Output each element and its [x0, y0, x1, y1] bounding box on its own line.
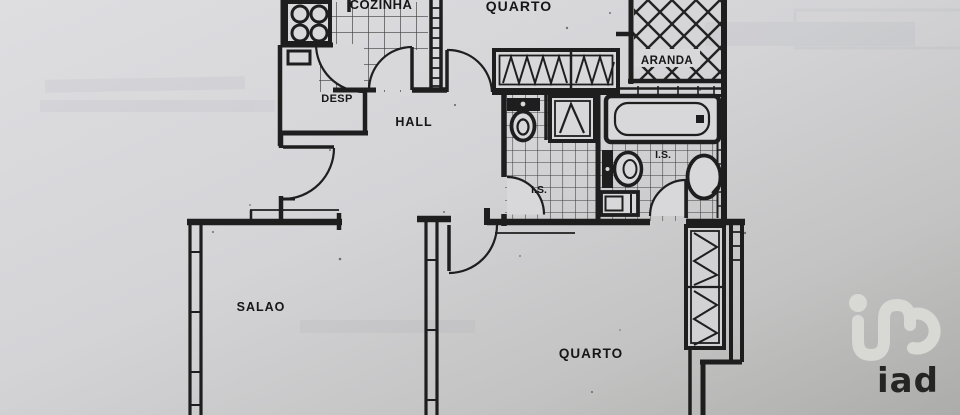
bottom-bedroom-door-arc: [447, 224, 499, 275]
scan-speckles: [212, 12, 747, 393]
room-label-quarto-bottom: QUARTO: [559, 346, 623, 361]
toilet-small-bath: [507, 98, 540, 143]
shower-stall: [548, 94, 597, 143]
room-label-quarto-top: QUARTO: [486, 0, 552, 14]
balcony-label-patch: [634, 49, 700, 67]
kitchen-counter: [286, 49, 312, 66]
bleed-marks: [40, 8, 960, 333]
washbasin: [685, 153, 723, 201]
burner-icon: [309, 23, 329, 43]
bidet: [599, 190, 640, 217]
burner-icon: [290, 23, 310, 43]
room-label-is-large: I.S.: [655, 149, 671, 161]
entrance-door-arc: [282, 145, 336, 201]
bathtub: [603, 93, 722, 145]
large-bathroom-door-arc: [648, 178, 688, 218]
toilet-large-bath: [602, 150, 644, 188]
iad-logo-text: iad: [877, 361, 939, 401]
wardrobe-bottom-bedroom: [684, 224, 726, 350]
door-swing-underlays: [316, 44, 686, 216]
iad-logo-icon: [849, 294, 941, 361]
top-bedroom-door-arc: [445, 48, 494, 93]
room-label-hall: HALL: [395, 115, 432, 129]
room-label-varanda: ARANDA: [641, 55, 693, 67]
pantry-door-arc: [314, 43, 365, 94]
burner-icon: [290, 4, 310, 24]
burner-icon: [309, 4, 329, 24]
doors: [282, 43, 688, 275]
room-label-salao: SALAO: [237, 300, 286, 314]
room-label-is-small: I.S.: [531, 184, 547, 196]
kitchen-door-arc: [367, 45, 414, 91]
small-bathroom-door-arc: [506, 175, 546, 215]
iad-watermark: iad: [849, 294, 941, 401]
balcony-floor-tiles: [634, 0, 722, 80]
wardrobe-top-bedroom: [492, 48, 620, 92]
stove: [284, 0, 332, 45]
room-label-desp: DESP: [321, 93, 353, 105]
room-label-cozinha: COZINHA: [350, 0, 413, 12]
